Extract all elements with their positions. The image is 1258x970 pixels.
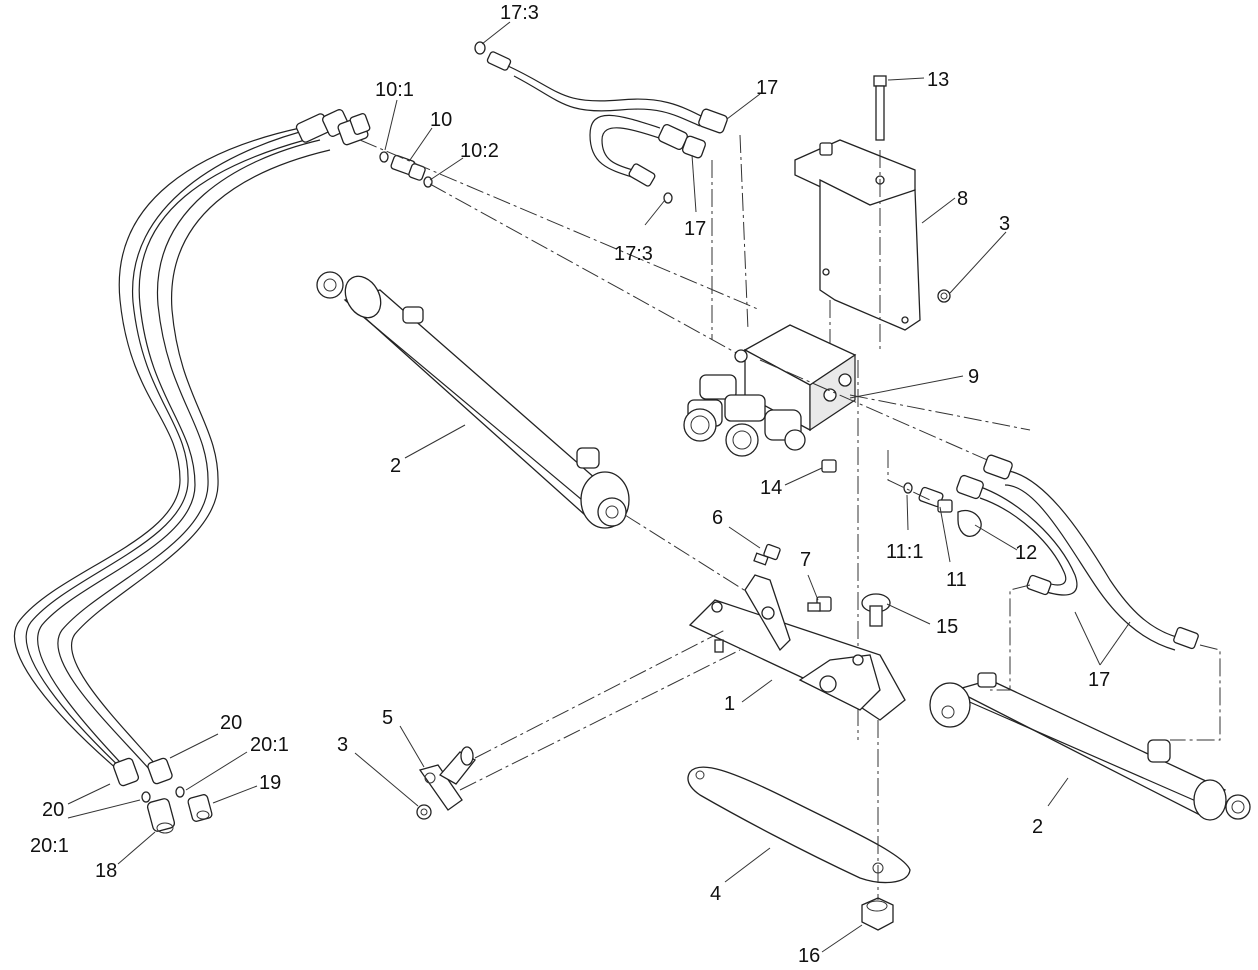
callout-2-right: 2 [1032, 816, 1043, 838]
callout-19: 19 [259, 772, 281, 794]
callout-13: 13 [927, 69, 949, 91]
callout-20-1-left: 20:1 [30, 835, 69, 857]
callout-10-2: 10:2 [460, 140, 499, 162]
callout-17-top: 17 [756, 77, 778, 99]
callout-5: 5 [382, 707, 393, 729]
fittings-20 [112, 757, 185, 803]
leader-dash-5b [459, 649, 741, 791]
bolt-13 [873, 75, 887, 141]
callout-15: 15 [936, 616, 958, 638]
callout-17-right: 17 [1088, 669, 1110, 691]
nut-16 [861, 897, 894, 931]
callout-20-1-right: 20:1 [250, 734, 289, 756]
callout-10: 10 [430, 109, 452, 131]
leader-dash-2-left [624, 514, 761, 601]
plate-4 [687, 766, 911, 884]
leader-dash-11 [887, 450, 931, 501]
callout-14: 14 [760, 477, 782, 499]
cylinder-2-right [929, 672, 1251, 821]
callout-11: 11 [946, 569, 967, 591]
fitting-10-group [359, 139, 761, 356]
leader-dash-9 [759, 359, 1011, 471]
hose-17-mid [589, 114, 688, 204]
callout-20-right: 20 [220, 712, 242, 734]
pin-15 [861, 593, 891, 627]
nut-14 [821, 459, 837, 473]
bracket-8 [794, 139, 921, 331]
callout-10-1: 10:1 [375, 79, 414, 101]
hose-17-top [474, 41, 728, 134]
callout-20-left: 20 [42, 799, 64, 821]
coupler-19 [187, 794, 213, 822]
callout-12: 12 [1015, 542, 1037, 564]
callout-16: 16 [798, 945, 820, 967]
hose-fittings-top-left [295, 109, 371, 146]
valve-block-9 [683, 324, 857, 457]
callout-8: 8 [957, 188, 968, 210]
fitting-11-group [903, 482, 982, 537]
callout-6: 6 [712, 507, 723, 529]
callout-11-1: 11:1 [886, 541, 923, 563]
callout-3-top: 3 [999, 213, 1010, 235]
callout-9: 9 [968, 366, 979, 388]
hose-17-right [956, 454, 1199, 651]
bolt-6 [753, 543, 781, 566]
callout-17-3-mid: 17:3 [614, 243, 653, 265]
nut-3-bottom [416, 804, 432, 820]
callout-3-bottom: 3 [337, 734, 348, 756]
callout-2-left: 2 [390, 455, 401, 477]
callout-7: 7 [800, 549, 811, 571]
callout-17-3-top: 17:3 [500, 2, 539, 24]
callout-labels: 17:3 17 13 10:1 10 10:2 17 17:3 8 3 9 2 … [30, 2, 1110, 967]
leader-dash-5 [474, 629, 726, 759]
callout-18: 18 [95, 860, 117, 882]
frame-1 [688, 574, 906, 721]
leader-dash-9b [849, 394, 1031, 431]
leader-dash-17-right-b [1170, 644, 1221, 741]
leader-dash-17-right [990, 584, 1031, 691]
nut-3-top [937, 289, 951, 303]
hose-pair-left [13, 127, 331, 776]
callout-17-mid: 17 [684, 218, 706, 240]
bolt-7 [807, 596, 832, 612]
hose-17-top-end [682, 135, 706, 159]
leader-dash-17 [739, 134, 749, 331]
callout-1: 1 [724, 693, 735, 715]
coupler-18 [146, 798, 176, 834]
leader-lines [67, 21, 1131, 953]
cylinder-2-left [316, 271, 630, 529]
pin-5 [418, 746, 476, 811]
callout-4: 4 [710, 883, 721, 905]
